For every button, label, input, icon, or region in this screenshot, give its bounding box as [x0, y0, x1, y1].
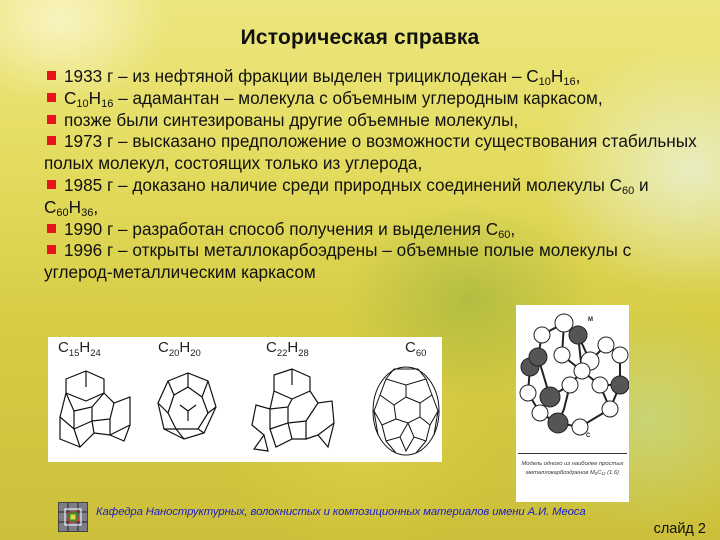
bullet-text: позже были синтезированы другие объемные…	[64, 109, 519, 130]
subscript-text: 36	[81, 206, 94, 219]
molecule-label-c22h28: C22H28	[266, 339, 309, 359]
square-bullet-icon	[47, 179, 56, 189]
square-bullet-icon	[47, 136, 56, 146]
molecule-label-c15h24: C15H24	[58, 339, 101, 359]
bullet-text: 1996 г – открыты металлокарбоэдрены – об…	[44, 240, 632, 283]
history-bullet-item: 1985 г – доказано наличие среди природны…	[44, 175, 704, 219]
history-bullet-item: 1990 г – разработан способ получения и в…	[44, 219, 704, 241]
square-bullet-icon	[47, 245, 56, 255]
history-bullet-item: C10H16 – адамантан – молекула с объемным…	[44, 88, 704, 110]
slide-number: слайд 2	[653, 521, 706, 537]
c15h24-structure-icon	[59, 370, 131, 449]
subscript-text: 16	[101, 97, 114, 110]
square-bullet-icon	[47, 92, 56, 102]
bullet-text: H	[550, 66, 564, 86]
bullet-text: ,	[93, 196, 99, 217]
history-bullet-item: 1973 г – высказано предположение о возмо…	[44, 131, 704, 175]
bullet-text: H	[68, 196, 82, 217]
square-bullet-icon	[47, 114, 56, 124]
square-bullet-icon	[47, 71, 56, 80]
square-bullet-icon	[47, 223, 56, 233]
bullet-text: ,	[575, 66, 581, 86]
bullet-text: 1985 г – доказано наличие среди природны…	[64, 174, 623, 195]
bullet-text: ,	[510, 218, 516, 239]
history-bullet-item: позже были синтезированы другие объемные…	[44, 110, 704, 132]
bullet-text: 1990 г – разработан способ получения и в…	[64, 218, 499, 239]
metcar-caption: Модель одного из наиболее простых металл…	[518, 453, 627, 477]
bullet-text: H	[88, 87, 102, 108]
carbon-atom-label: C	[586, 433, 591, 439]
bullet-text: 1973 г – высказано предположение о возмо…	[44, 131, 697, 174]
bullet-text: – адамантан – молекула с объемным углеро…	[113, 87, 603, 108]
metallocarbohedrene-figure: M C Модель одного из наиболее простых ме…	[516, 305, 629, 502]
department-logo-icon	[58, 502, 88, 532]
subscript-text: 10	[538, 76, 551, 88]
metcar-ball-stick-model-icon: M C	[519, 313, 629, 439]
bullet-text: C	[64, 87, 77, 108]
subscript-text: 60	[622, 184, 635, 197]
department-name: Кафедра Наноструктурных, волокнистых и к…	[96, 506, 586, 518]
metal-atom-label: M	[588, 317, 593, 323]
c22h28-structure-icon	[251, 368, 335, 452]
history-bullet-list: 1933 г – из нефтяной фракции выделен три…	[44, 66, 704, 284]
history-bullet-item: 1933 г – из нефтяной фракции выделен три…	[44, 66, 704, 88]
subscript-text: 10	[76, 97, 89, 110]
molecule-label-c20h20: C20H20	[158, 339, 201, 359]
subscript-text: 60	[56, 206, 69, 219]
molecule-label-c60: C60	[405, 339, 427, 359]
subscript-text: 16	[563, 76, 576, 88]
c20h20-dodecahedrane-structure-icon	[157, 372, 217, 440]
subscript-text: 60	[498, 228, 511, 241]
bullet-text: и C	[44, 174, 649, 217]
history-bullet-item: 1996 г – открыты металлокарбоэдрены – об…	[44, 240, 704, 284]
slide-title: Историческая справка	[240, 26, 480, 49]
molecule-structures-figure: C15H24 C20H20 C22H28 C60	[48, 337, 442, 462]
bullet-text: 1933 г – из нефтяной фракции выделен три…	[64, 66, 539, 86]
c60-fullerene-structure-icon	[372, 366, 440, 456]
